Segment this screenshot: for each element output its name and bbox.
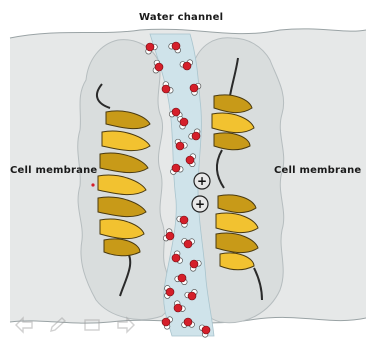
back-arrow-icon[interactable] <box>14 316 34 334</box>
left-cell-membrane-label: Cell membrane <box>10 165 97 176</box>
ion-1-symbol: + <box>197 174 207 188</box>
slide-icon[interactable] <box>82 316 102 334</box>
slide-controls <box>14 316 144 336</box>
forward-arrow-icon[interactable] <box>116 316 136 334</box>
ion-2-symbol: + <box>195 197 205 211</box>
ion-1: + <box>194 173 210 189</box>
pen-icon[interactable] <box>48 316 68 334</box>
right-cell-membrane-label: Cell membrane <box>274 165 361 176</box>
water-channel-title: Water channel <box>139 12 223 23</box>
ion-2: + <box>192 196 208 212</box>
marker-dot <box>91 183 94 186</box>
